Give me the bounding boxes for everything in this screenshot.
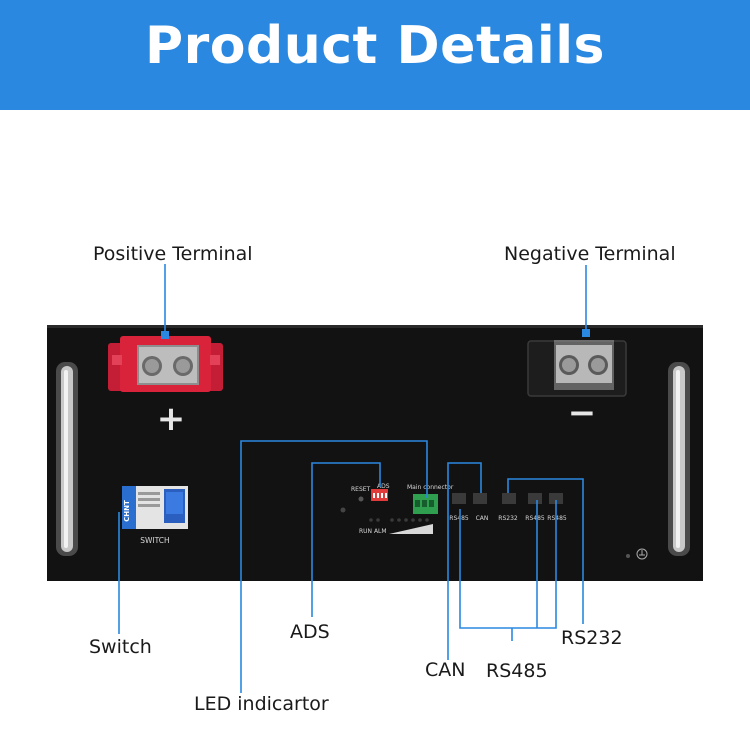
- run-alm-label: RUN ALM: [359, 528, 387, 535]
- port-label-can: CAN: [476, 515, 489, 522]
- breaker-brand: CHNT: [123, 500, 131, 522]
- reset-label: RESET: [351, 486, 371, 493]
- capacity-triangle-icon: [389, 524, 433, 534]
- label-switch: Switch: [89, 636, 152, 658]
- positive-terminal-icon: [108, 336, 223, 392]
- positive-symbol: +: [157, 399, 186, 439]
- label-rs485: RS485: [486, 660, 548, 682]
- header-banner: Product Details: [0, 0, 750, 110]
- main-connector-label: Main connector: [407, 484, 454, 491]
- label-rs232: RS232: [561, 627, 623, 649]
- port-label-rs485-left: RS485: [449, 515, 469, 522]
- negative-symbol: −: [568, 393, 597, 433]
- reset-button-icon: [358, 496, 364, 502]
- ads-panel-label: ADS: [377, 483, 390, 490]
- ads-dip-switch-icon: [371, 489, 388, 501]
- rj45-ports-icon: [452, 493, 563, 504]
- main-connector-icon: [413, 494, 438, 514]
- callout-anchors: [161, 329, 590, 339]
- port-label-rs485-mid: RS485: [525, 515, 545, 522]
- label-ads: ADS: [290, 621, 330, 643]
- ground-icon: [636, 548, 648, 560]
- label-led-indicator: LED indicartor: [194, 693, 329, 715]
- led-indicators-icon: [369, 518, 429, 522]
- breaker-switch-icon: [122, 486, 188, 529]
- label-negative-terminal: Negative Terminal: [504, 243, 676, 265]
- port-label-rs485-right: RS485: [547, 515, 567, 522]
- negative-terminal-icon: [527, 340, 627, 397]
- page-title: Product Details: [145, 16, 605, 76]
- port-label-rs232: RS232: [498, 515, 518, 522]
- callout-lines: [118, 264, 587, 693]
- right-handle-icon: [668, 362, 690, 556]
- switch-panel-label: SWITCH: [140, 536, 169, 545]
- label-can: CAN: [425, 659, 466, 681]
- label-positive-terminal: Positive Terminal: [93, 243, 253, 265]
- left-handle-icon: [56, 362, 78, 556]
